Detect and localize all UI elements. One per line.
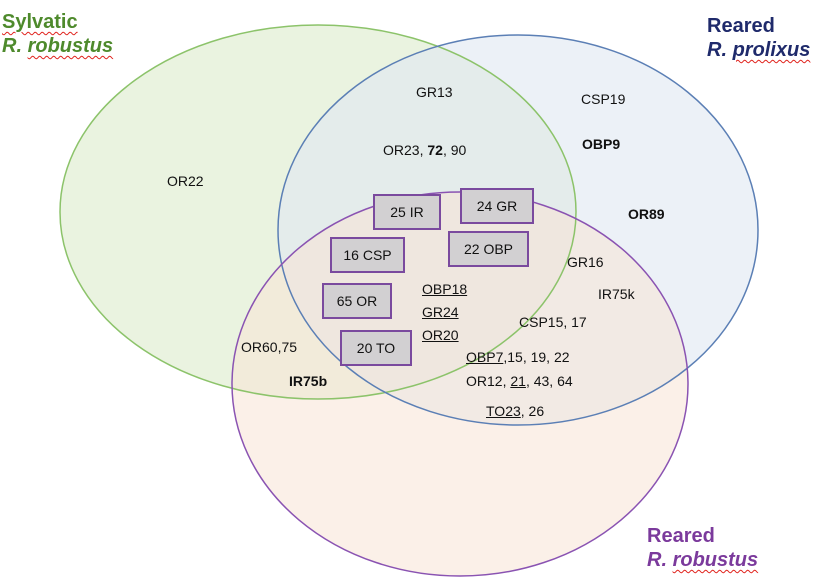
label-prolixus-line2: R. prolixus — [707, 38, 810, 62]
core-box-csp: 16 CSP — [330, 237, 405, 273]
gene-obp7-group: OBP7,15, 19, 22 — [466, 349, 570, 366]
gene-obp15-19-22: ,15, 19, 22 — [503, 349, 570, 365]
gene-obp18: OBP18 — [422, 281, 468, 297]
gene-or12-group: OR12, 21, 43, 64 — [466, 373, 573, 390]
gene-obp9: OBP9 — [582, 136, 621, 152]
gene-ir75b: IR75b — [289, 373, 328, 389]
gene-to26: , 26 — [520, 403, 545, 419]
gene-gr13: GR13 — [416, 84, 453, 100]
gene-ir75k: IR75k — [598, 286, 635, 302]
core-box-ir: 25 IR — [373, 194, 441, 230]
core-box-or: 65 OR — [322, 283, 392, 319]
gene-or60-75: OR60,75 — [241, 339, 298, 355]
gene-or43-64: , 43, 64 — [525, 373, 573, 389]
gene-or72: 72 — [427, 142, 443, 158]
label-prolixus-species: prolixus — [732, 39, 811, 61]
gene-or20: OR20 — [422, 327, 459, 343]
label-sylvatic-genus: R. — [2, 35, 28, 57]
label-robustus-line1: Reared — [647, 525, 715, 547]
gene-csp15-17: CSP15, 17 — [519, 314, 587, 330]
gene-or23-group: OR23, 72, 90 — [383, 142, 466, 159]
label-prolixus-genus: R. — [707, 39, 733, 61]
label-sylvatic-line1: Sylvatic — [2, 11, 78, 33]
gene-or23: OR23, — [383, 142, 428, 158]
label-robustus-genus: R. — [647, 549, 673, 571]
label-sylvatic-robustus: Sylvatic R. robustus — [2, 10, 113, 58]
gene-or22: OR22 — [167, 173, 204, 189]
label-reared-robustus: Reared R. robustus — [647, 524, 758, 572]
gene-or90: , 90 — [442, 142, 467, 158]
gene-obp7: OBP7 — [466, 349, 504, 365]
label-sylvatic-line2: R. robustus — [2, 34, 113, 58]
label-reared-prolixus: Reared R. prolixus — [707, 14, 810, 62]
gene-gr24: GR24 — [422, 304, 459, 320]
label-sylvatic-species: robustus — [27, 35, 114, 57]
gene-csp19: CSP19 — [581, 91, 626, 107]
label-robustus-species: robustus — [672, 549, 759, 571]
label-prolixus-line1: Reared — [707, 15, 775, 37]
gene-to23-group: TO23, 26 — [486, 403, 544, 420]
core-box-gr: 24 GR — [460, 188, 534, 224]
gene-or21: 21 — [510, 373, 526, 389]
circle-prolixus-outline — [277, 34, 759, 426]
core-box-to: 20 TO — [340, 330, 412, 366]
gene-or12: OR12, — [466, 373, 511, 389]
gene-gr16: GR16 — [567, 254, 604, 270]
circle-sylvatic-outline — [59, 24, 577, 400]
label-robustus-line2: R. robustus — [647, 548, 758, 572]
gene-or89: OR89 — [628, 206, 665, 222]
core-box-obp: 22 OBP — [448, 231, 529, 267]
gene-to23: TO23 — [486, 403, 521, 419]
